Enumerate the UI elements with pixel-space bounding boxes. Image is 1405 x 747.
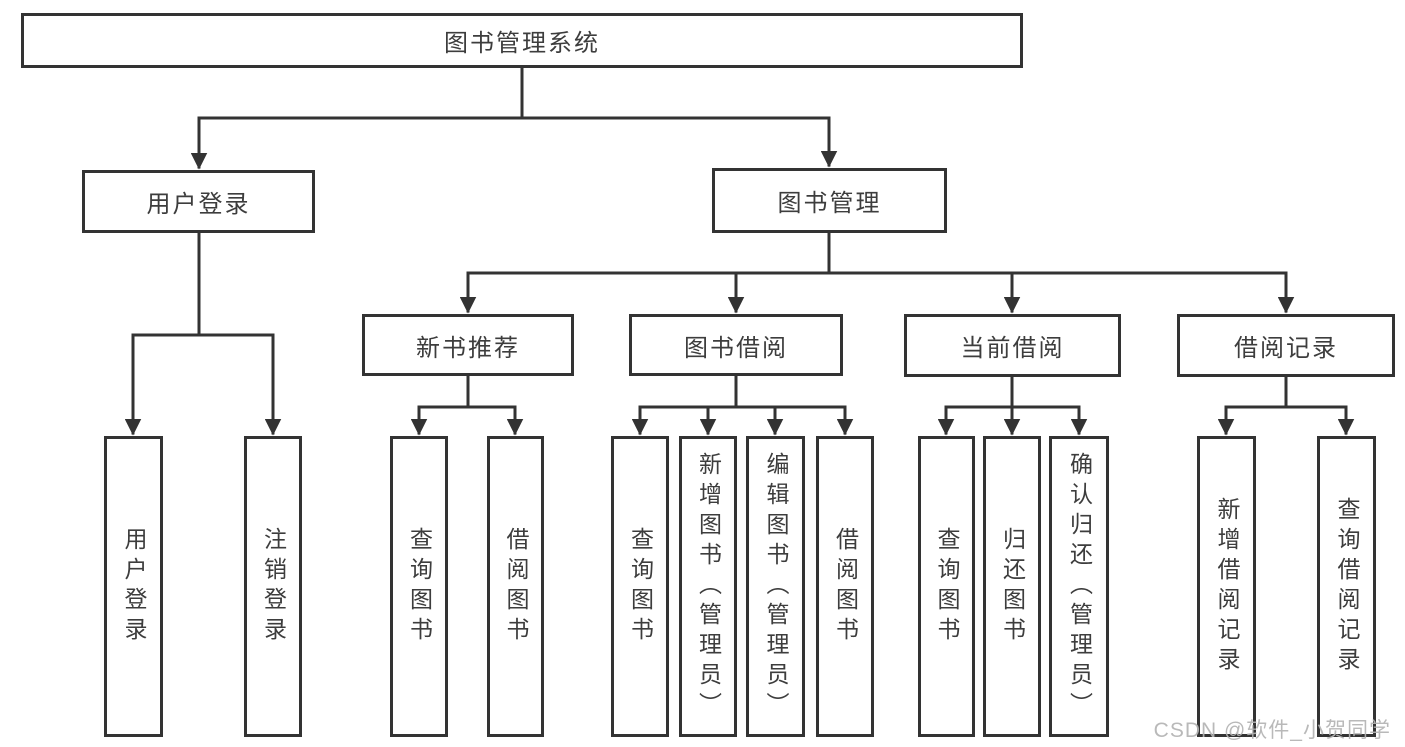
connector-user-login-children xyxy=(124,231,282,436)
node-leaf-add-books-admin: 新增图书（管理员） xyxy=(679,436,737,737)
connector-current-borrow-children xyxy=(937,375,1088,436)
connector-borrow-record-children xyxy=(1217,375,1355,436)
connector-book-borrow-children xyxy=(631,374,854,436)
node-leaf-borrow-books: 借阅图书 xyxy=(816,436,874,737)
node-leaf-query-borrow-record: 查询借阅记录 xyxy=(1317,436,1376,737)
node-leaf-user-login: 用户登录 xyxy=(104,436,163,737)
leaf-label: 查询图书 xyxy=(627,526,654,647)
node-leaf-confirm-return-admin: 确认归还（管理员） xyxy=(1049,436,1109,737)
leaf-label: 新增图书（管理员） xyxy=(695,451,722,722)
leaf-label: 注销登录 xyxy=(260,526,287,647)
leaf-label: 新增借阅记录 xyxy=(1214,496,1240,677)
leaf-label: 借阅图书 xyxy=(832,526,859,647)
node-leaf-logout: 注销登录 xyxy=(244,436,302,737)
leaf-label: 查询借阅记录 xyxy=(1334,496,1360,677)
leaf-label: 查询图书 xyxy=(406,526,433,647)
node-leaf-query-books-recommend: 查询图书 xyxy=(390,436,448,737)
connector-new-book-children xyxy=(410,374,524,436)
leaf-label: 归还图书 xyxy=(999,526,1026,647)
node-leaf-edit-books-admin: 编辑图书（管理员） xyxy=(746,436,805,737)
node-book-borrow: 图书借阅 xyxy=(629,314,843,376)
node-new-book-recommend: 新书推荐 xyxy=(362,314,574,376)
node-leaf-add-borrow-record: 新增借阅记录 xyxy=(1197,436,1256,737)
node-borrow-record: 借阅记录 xyxy=(1177,314,1395,377)
node-leaf-query-books-borrow: 查询图书 xyxy=(611,436,669,737)
node-user-login-module: 用户登录 xyxy=(82,170,315,233)
node-root-system: 图书管理系统 xyxy=(21,13,1023,68)
leaf-label: 编辑图书（管理员） xyxy=(763,451,789,722)
node-leaf-borrow-books-recommend: 借阅图书 xyxy=(487,436,544,737)
leaf-label: 查询图书 xyxy=(934,526,960,647)
connector-root-to-level2 xyxy=(190,66,838,170)
node-leaf-query-books-current: 查询图书 xyxy=(918,436,975,737)
node-book-management-module: 图书管理 xyxy=(712,168,947,233)
leaf-label: 确认归还（管理员） xyxy=(1066,451,1093,722)
node-current-borrow: 当前借阅 xyxy=(904,314,1121,377)
leaf-label: 用户登录 xyxy=(121,526,147,647)
node-leaf-return-books: 归还图书 xyxy=(983,436,1041,737)
connector-book-management-children xyxy=(459,231,1295,314)
leaf-label: 借阅图书 xyxy=(503,526,529,647)
